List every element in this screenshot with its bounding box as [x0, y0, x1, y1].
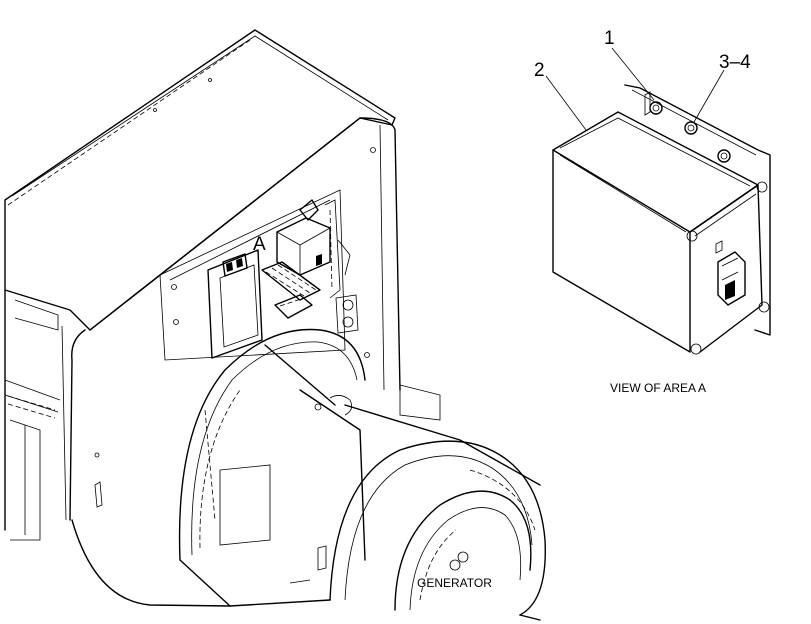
- area-a-label: A: [253, 234, 266, 255]
- area-a-detail-view: [545, 47, 771, 355]
- view-caption: VIEW OF AREA A: [610, 381, 706, 395]
- generator-label: GENERATOR: [417, 576, 492, 590]
- callout-1: 1: [604, 28, 615, 49]
- callout-2: 2: [534, 60, 545, 81]
- callout-3-4: 3–4: [719, 52, 751, 73]
- generator-set-drawing: [4, 29, 546, 621]
